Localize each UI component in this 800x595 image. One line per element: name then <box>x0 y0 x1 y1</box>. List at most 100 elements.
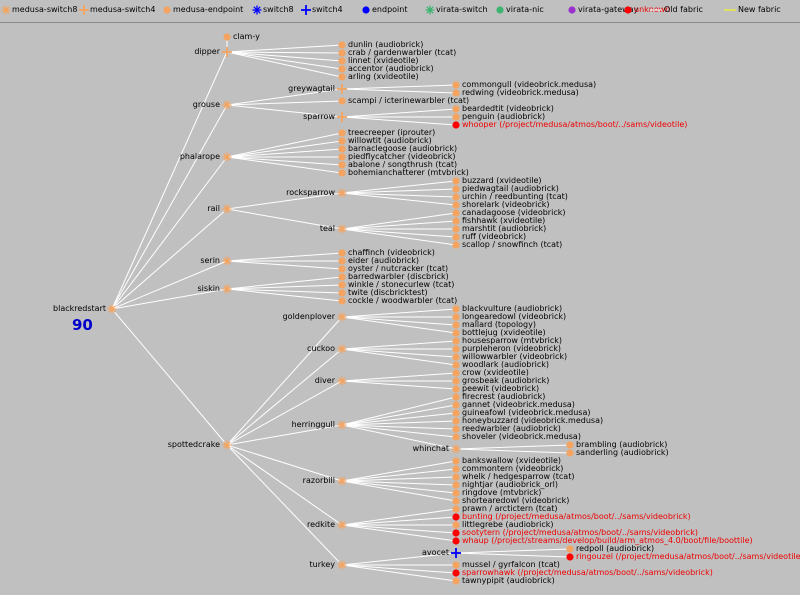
node-peewit-dot-icon[interactable] <box>452 385 460 393</box>
node-beardedtit-dot-icon[interactable] <box>452 105 460 113</box>
node-ruff-label[interactable]: ruff (videobrick) <box>462 232 527 241</box>
node-firecrest-label[interactable]: firecrest (audiobrick) <box>462 392 546 401</box>
node-barredwarbler-label[interactable]: barredwarbler (discbrick) <box>348 272 449 281</box>
node-linnet-label[interactable]: linnet (xvideotile) <box>348 56 419 65</box>
node-tawnypipit-dot-icon[interactable] <box>452 577 460 585</box>
node-sparrowhawk-dot-icon[interactable] <box>452 569 460 577</box>
node-whaup-label[interactable]: whaup (/project/streams/develop/build/ar… <box>462 536 753 545</box>
node-reedwarbler-dot-icon[interactable] <box>452 425 460 433</box>
node-beardedtit-label[interactable]: beardedtit (videobrick) <box>462 104 554 113</box>
node-ringouzel-label[interactable]: ringouzel (/project/medusa/atmos/boot/..… <box>576 552 800 561</box>
node-willowtit-dot-icon[interactable] <box>338 137 346 145</box>
node-diver-label[interactable]: diver <box>314 376 335 385</box>
node-turkey-label[interactable]: turkey <box>309 560 336 569</box>
node-dunlin-label[interactable]: dunlin (audiobrick) <box>348 40 424 49</box>
node-sparrow-label[interactable]: sparrow <box>303 112 335 121</box>
node-piedflycatcher-label[interactable]: piedflycatcher (videobrick) <box>348 152 456 161</box>
node-winkle-stonecurlew-label[interactable]: winkle / stonecurlew (tcat) <box>348 280 455 289</box>
node-shoveler-dot-icon[interactable] <box>452 433 460 441</box>
node-bohemianchatterer-label[interactable]: bohemianchatterer (mtvbrick) <box>348 168 469 177</box>
node-shorelark-label[interactable]: shorelark (videobrick) <box>462 200 550 209</box>
node-redkite-label[interactable]: redkite <box>306 520 335 529</box>
node-honeybuzzard-dot-icon[interactable] <box>452 417 460 425</box>
node-avocet-plus-icon[interactable] <box>451 548 461 558</box>
node-phalarope-label[interactable]: phalarope <box>179 152 220 161</box>
node-littlegrebe-dot-icon[interactable] <box>452 521 460 529</box>
node-linnet-dot-icon[interactable] <box>338 57 346 65</box>
node-blackvulture-dot-icon[interactable] <box>452 305 460 313</box>
node-commongull-dot-icon[interactable] <box>452 81 460 89</box>
node-cuckoo-label[interactable]: cuckoo <box>306 344 335 353</box>
node-abalone-songthrush-label[interactable]: abalone / songthrush (tcat) <box>348 160 458 169</box>
node-honeybuzzard-label[interactable]: honeybuzzard (videobrick.medusa) <box>462 416 604 425</box>
node-bohemianchatterer-dot-icon[interactable] <box>338 169 346 177</box>
node-rail-label[interactable]: rail <box>207 204 220 213</box>
node-cockle-woodwarbler-label[interactable]: cockle / woodwarbler (tcat) <box>348 296 458 305</box>
node-teal-asterisk-icon[interactable] <box>337 224 347 234</box>
node-prawn-arctictern-label[interactable]: prawn / arctictern (tcat) <box>462 504 558 513</box>
node-scallop-snowfinch-dot-icon[interactable] <box>452 241 460 249</box>
node-mussel-gyrfalcon-dot-icon[interactable] <box>452 561 460 569</box>
node-clam-y-label[interactable]: clam-y <box>233 32 260 41</box>
node-canadagoose-label[interactable]: canadagoose (videobrick) <box>462 208 566 217</box>
node-ringdove-label[interactable]: ringdove (mtvbrick) <box>462 488 542 497</box>
node-sanderling-dot-icon[interactable] <box>566 449 574 457</box>
node-bunting-label[interactable]: bunting (/project/medusa/atmos/boot/../s… <box>462 512 691 521</box>
node-grosbeak-label[interactable]: grosbeak (audiobrick) <box>462 376 550 385</box>
node-shortearedowl-dot-icon[interactable] <box>452 497 460 505</box>
node-eider-dot-icon[interactable] <box>338 257 346 265</box>
node-sparrowhawk-label[interactable]: sparrowhawk (/project/medusa/atmos/boot/… <box>462 568 713 577</box>
node-blackredstart-asterisk-icon[interactable] <box>107 304 117 314</box>
node-redwing-dot-icon[interactable] <box>452 89 460 97</box>
node-gannet-dot-icon[interactable] <box>452 401 460 409</box>
node-rocksparrow-label[interactable]: rocksparrow <box>286 188 335 197</box>
node-siskin-label[interactable]: siskin <box>197 284 220 293</box>
node-housesparrow-dot-icon[interactable] <box>452 337 460 345</box>
node-spottedcrake-asterisk-icon[interactable] <box>222 440 232 450</box>
node-twite-label[interactable]: twite (discbricktest) <box>348 288 428 297</box>
node-mallard-label[interactable]: mallard (topology) <box>462 320 536 329</box>
node-cockle-woodwarbler-dot-icon[interactable] <box>338 297 346 305</box>
node-peewit-label[interactable]: peewit (videobrick) <box>462 384 540 393</box>
node-barredwarbler-dot-icon[interactable] <box>338 273 346 281</box>
node-bottlejug-label[interactable]: bottlejug (xvideotile) <box>462 328 546 337</box>
node-guineafowl-dot-icon[interactable] <box>452 409 460 417</box>
node-grosbeak-dot-icon[interactable] <box>452 377 460 385</box>
node-piedflycatcher-dot-icon[interactable] <box>338 153 346 161</box>
node-dunlin-dot-icon[interactable] <box>338 41 346 49</box>
node-accentor-label[interactable]: accentor (audiobrick) <box>348 64 434 73</box>
node-redpoll-dot-icon[interactable] <box>566 545 574 553</box>
node-greywagtail-label[interactable]: greywagtail <box>288 84 335 93</box>
node-arling-dot-icon[interactable] <box>338 73 346 81</box>
node-whelk-hedgesparrow-dot-icon[interactable] <box>452 473 460 481</box>
node-siskin-asterisk-icon[interactable] <box>222 284 232 294</box>
node-accentor-dot-icon[interactable] <box>338 65 346 73</box>
node-fishhawk-dot-icon[interactable] <box>452 217 460 225</box>
node-grouse-label[interactable]: grouse <box>192 100 220 109</box>
node-penguin-dot-icon[interactable] <box>452 113 460 121</box>
node-oyster-nutcracker-label[interactable]: oyster / nutcracker (tcat) <box>348 264 449 273</box>
node-spottedcrake-label[interactable]: spottedcrake <box>167 440 220 449</box>
node-dipper-plus-icon[interactable] <box>222 47 232 57</box>
node-razorbill-label[interactable]: razorbill <box>302 476 335 485</box>
node-guineafowl-label[interactable]: guineafowl (videobrick.medusa) <box>462 408 591 417</box>
node-greywagtail-plus-icon[interactable] <box>337 84 347 94</box>
node-arling-label[interactable]: arling (xvideotile) <box>348 72 419 81</box>
node-willowwarbler-dot-icon[interactable] <box>452 353 460 361</box>
node-winkle-stonecurlew-dot-icon[interactable] <box>338 281 346 289</box>
node-prawn-arctictern-dot-icon[interactable] <box>452 505 460 513</box>
node-commontern-label[interactable]: commontern (videobrick) <box>462 464 564 473</box>
node-sparrow-plus-icon[interactable] <box>337 112 347 122</box>
node-whelk-hedgesparrow-label[interactable]: whelk / hedgesparrow (tcat) <box>462 472 575 481</box>
node-diver-asterisk-icon[interactable] <box>337 376 347 386</box>
node-shorelark-dot-icon[interactable] <box>452 201 460 209</box>
node-urchin-reedbunting-label[interactable]: urchin / reedbunting (tcat) <box>462 192 568 201</box>
node-longearedowl-dot-icon[interactable] <box>452 313 460 321</box>
node-ringouzel-dot-icon[interactable] <box>566 553 574 561</box>
node-turkey-asterisk-icon[interactable] <box>337 560 347 570</box>
node-blackvulture-label[interactable]: blackvulture (audiobrick) <box>462 304 563 313</box>
node-goldenplover-label[interactable]: goldenplover <box>282 312 335 321</box>
node-firecrest-dot-icon[interactable] <box>452 393 460 401</box>
node-sootytern-dot-icon[interactable] <box>452 529 460 537</box>
node-scampi-icterinewarbler-dot-icon[interactable] <box>338 97 346 105</box>
